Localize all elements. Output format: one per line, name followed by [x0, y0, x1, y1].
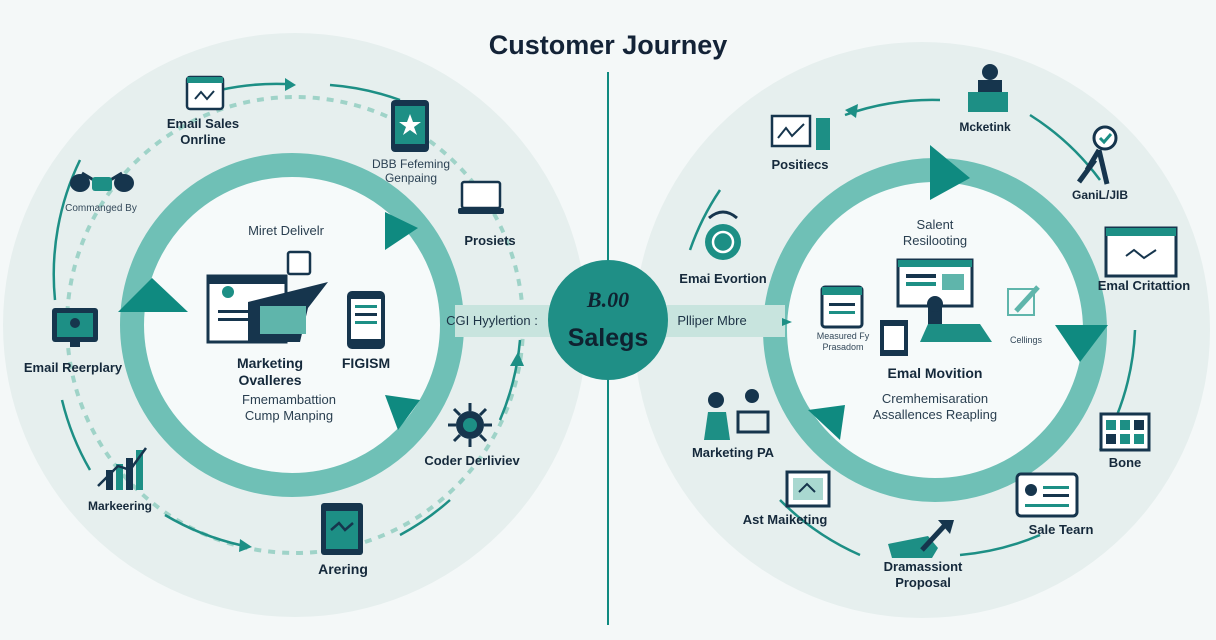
left-inner-ring — [120, 153, 464, 497]
mic-icon — [705, 210, 741, 260]
grid-icon — [1099, 412, 1151, 452]
label-mcketink: Mcketink — [959, 120, 1011, 134]
label-arering: Arering — [318, 561, 368, 577]
label-email-sales: Email Sales Onrline — [166, 116, 240, 147]
bar-chart-icon — [97, 447, 148, 490]
right-outer-arrowheads — [845, 104, 858, 118]
monitor-icon — [52, 308, 98, 347]
document-icon — [321, 503, 363, 555]
label-figism: FIGISM — [341, 355, 391, 371]
clipboard-icon — [785, 470, 831, 508]
pen-icon — [1007, 285, 1040, 316]
workstation-icon — [880, 258, 992, 356]
label-marketing-ovalleres: Marketing Ovalleres — [236, 355, 304, 388]
person-laptop-icon — [968, 64, 1008, 112]
hub-top-label: B.00 — [586, 287, 630, 312]
people-icon — [704, 389, 770, 440]
label-measured: Measured Fy Prasadom — [816, 331, 870, 352]
label-email-critattion: Emal Critattion — [1097, 278, 1191, 293]
right-connector-arrow — [782, 318, 792, 326]
id-card-icon — [1015, 472, 1079, 518]
label-crem: Cremhemisaration Assallences Reapling — [872, 391, 998, 422]
pointer-person-icon — [1076, 125, 1118, 185]
calendar-icon — [820, 285, 864, 329]
frame-icon — [770, 114, 830, 150]
left-connector-label: CGI Hyylertion : — [446, 313, 538, 328]
label-markeering: Markeering — [87, 499, 153, 513]
label-proposal: Dramassiont Proposal — [883, 559, 963, 590]
label-marketing-pa: Marketing PA — [691, 445, 775, 460]
label-dbb: DBB Fefeming Genpaing — [371, 157, 451, 186]
label-emai-evortion: Emai Evortion — [679, 271, 767, 286]
right-ring-arrowheads — [808, 145, 1108, 440]
label-coder: Coder Derliviev — [424, 453, 520, 468]
robot-icon — [448, 403, 492, 447]
right-connector-label: Plliper Mbre — [677, 313, 747, 328]
label-prosets: Prosiets — [464, 233, 516, 248]
label-miret: Miret Delivelr — [248, 223, 324, 238]
label-emal-movition: Emal Movition — [887, 365, 983, 381]
page-title: Customer Journey — [488, 30, 728, 60]
label-bone: Bone — [1108, 455, 1142, 470]
left-ring-arrowheads — [118, 212, 420, 430]
hand-arrow-icon — [888, 520, 954, 558]
tablet-icon — [391, 100, 429, 152]
hub-bottom-label: Salegs — [567, 324, 649, 352]
email-icon — [185, 75, 225, 111]
label-fmem: Fmemambattion Cump Manping — [242, 392, 336, 423]
label-commanged: Commanged By — [65, 203, 137, 214]
window-icon — [1104, 226, 1178, 278]
label-email-reerplary: Email Reerplary — [23, 360, 123, 375]
hub-circle — [548, 260, 668, 380]
label-ganiuib: GaniL/JIB — [1071, 188, 1129, 202]
label-positiecs: Positiecs — [771, 157, 829, 172]
drone-icon — [70, 171, 134, 192]
label-cellings: Cellings — [1009, 335, 1043, 345]
browser-icon — [206, 250, 328, 344]
laptop-icon — [458, 180, 504, 214]
label-salent: Salent Resilooting — [902, 217, 968, 248]
phone-icon — [347, 291, 385, 349]
right-outer-arrows — [688, 98, 1137, 557]
label-ast-marketing: Ast Maiketing — [742, 512, 828, 527]
left-outer-arrowheads — [239, 78, 524, 552]
label-sale-tearn: Sale Tearn — [1028, 522, 1094, 537]
